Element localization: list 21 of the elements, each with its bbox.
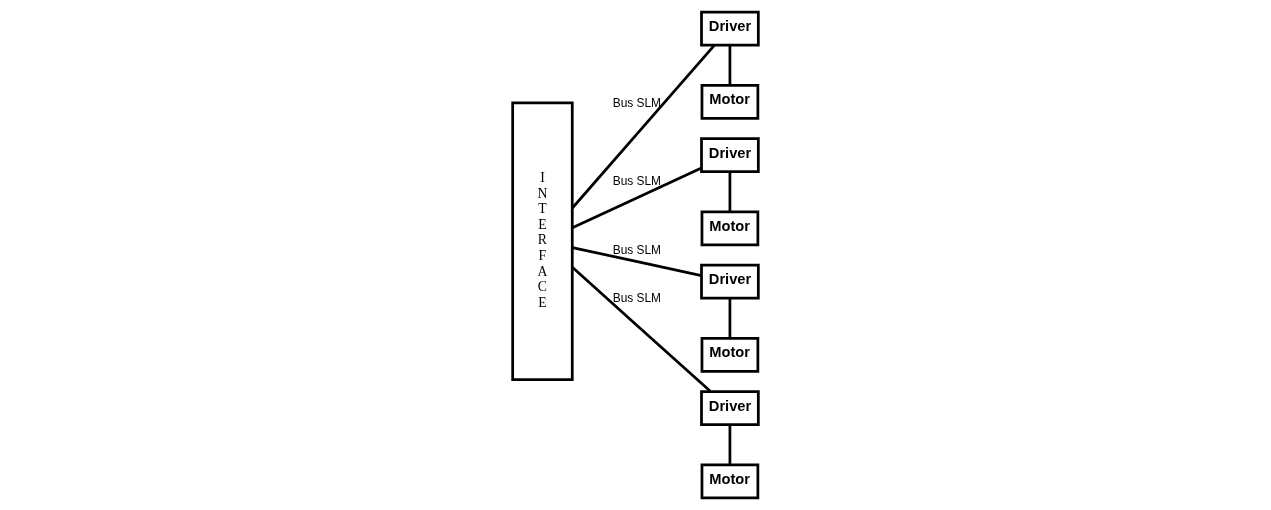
connector	[728, 298, 732, 339]
connector	[571, 166, 702, 230]
connector	[571, 44, 716, 209]
node-box: Motor	[700, 84, 760, 120]
edge-label: Bus SLM	[612, 242, 662, 257]
edge-label: Bus SLM	[612, 173, 662, 188]
connector	[728, 45, 732, 86]
connector	[728, 171, 732, 212]
node-box: Driver	[700, 263, 760, 300]
connector	[728, 424, 732, 465]
node-box: Driver	[700, 10, 760, 47]
node-box: Driver	[700, 137, 760, 173]
connector	[572, 246, 702, 277]
node-box: Motor	[700, 337, 760, 373]
connector	[571, 266, 712, 393]
edge-label: Bus SLM	[612, 95, 662, 110]
node-box: Motor	[700, 210, 760, 247]
edge-label: Bus SLM	[612, 291, 662, 306]
node-box: INTERFACE	[511, 101, 574, 382]
node-box: Motor	[700, 463, 760, 500]
node-box: Driver	[700, 390, 760, 426]
